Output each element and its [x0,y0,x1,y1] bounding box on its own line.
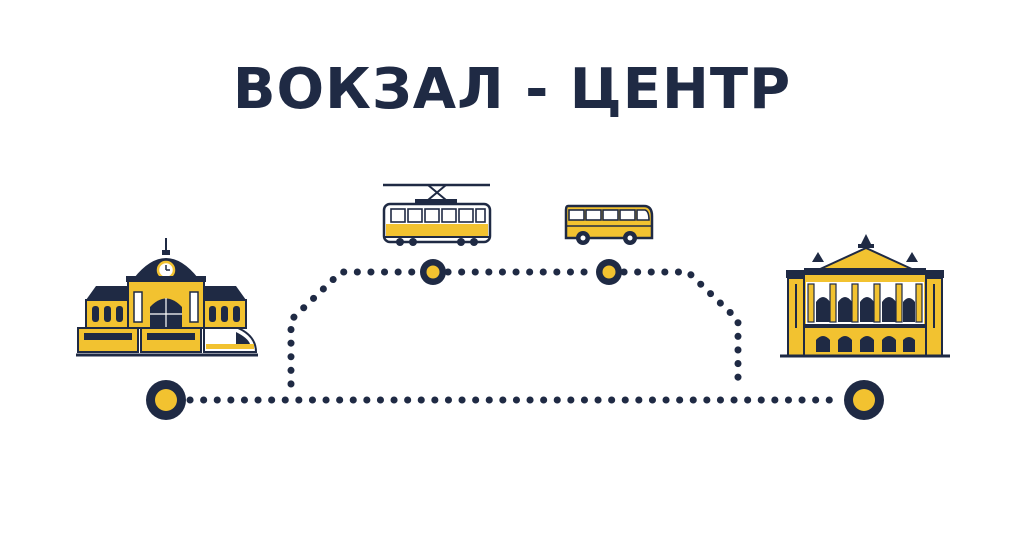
page-title: ВОКЗАЛ - ЦЕНТР [232,57,792,122]
destination-stop-marker [844,380,884,420]
railway-station-icon [76,238,258,357]
bus-icon [564,204,654,245]
tram-stop-marker [420,259,446,285]
opera-theatre-icon [780,234,950,358]
origin-stop-marker [146,380,186,420]
bus-stop-marker [596,259,622,285]
tram-icon [382,183,492,246]
transfer-route-line [287,268,742,388]
